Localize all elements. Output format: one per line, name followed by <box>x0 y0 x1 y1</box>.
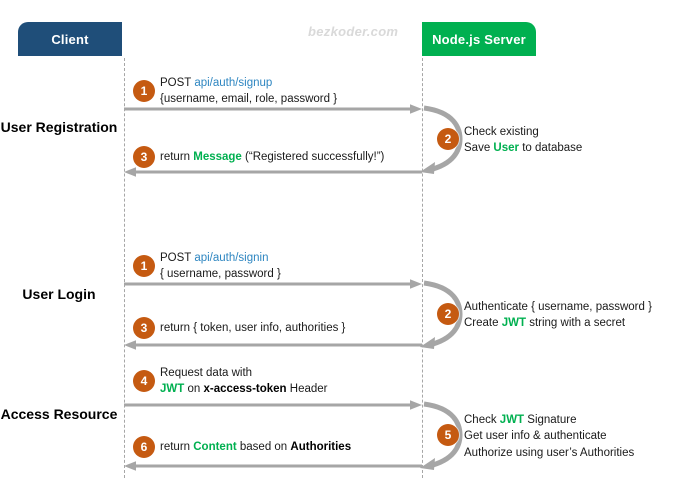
message-signin-response-text: return { token, user info, authorities } <box>160 322 346 334</box>
arrow-signup-request <box>124 104 422 114</box>
signin-method: POST <box>160 252 195 264</box>
actor-server-box: Node.js Server <box>422 22 536 56</box>
resource-response-authorities: Authorities <box>290 441 352 453</box>
watermark-text: bezkoder.com <box>308 24 399 39</box>
resource-response-based: based on <box>236 441 291 453</box>
arrow-resource-request <box>124 400 422 410</box>
arrow-signup-response <box>124 167 422 177</box>
step-badge-3-signup-response: 3 <box>133 146 155 168</box>
resource-request-line1: Request data with <box>160 367 253 379</box>
signin-endpoint: api/auth/signin <box>194 252 269 264</box>
server-login-create: Create <box>464 317 502 330</box>
signup-response-return: return <box>160 151 194 163</box>
signup-response-body: (“Registered successfully!”) <box>241 151 385 163</box>
phase-login-line2: Login <box>57 286 96 302</box>
server-login-line2: Create JWT string with a secret <box>464 315 652 331</box>
step-badge-6-resource-response: 6 <box>133 436 155 458</box>
phase-label-access: Access Resource <box>0 405 118 424</box>
selfloop-server-login <box>414 275 470 353</box>
lifeline-server <box>422 58 423 478</box>
server-access-line2: Get user info & authenticate <box>464 430 607 443</box>
actor-client-label: Client <box>51 31 89 47</box>
actor-server-label: Node.js Server <box>432 31 526 47</box>
server-register-line2: Save User to database <box>464 140 582 156</box>
signup-request-line1: POST api/auth/signup <box>160 75 337 91</box>
step-badge-4-resource-request: 4 <box>133 370 155 392</box>
arrow-resource-response <box>124 461 422 471</box>
server-access-line1: Check JWT Signature <box>464 412 634 428</box>
resource-response-line: return Content based on Authorities <box>160 439 351 455</box>
resource-request-token: JWT <box>160 383 185 396</box>
signup-response-line: return Message (“Registered successfully… <box>160 149 384 165</box>
signin-request-line2: { username, password } <box>160 268 281 281</box>
resource-request-on: on <box>184 383 204 396</box>
server-access-signature: Signature <box>524 414 577 426</box>
signin-request-line1: POST api/auth/signin <box>160 250 281 266</box>
server-access-check: Check <box>464 414 500 426</box>
resource-request-header-word: Header <box>286 383 328 396</box>
message-resource-response-text: return Content based on Authorities <box>160 439 351 455</box>
step-badge-2-register: 2 <box>437 128 459 150</box>
server-register-entity: User <box>493 142 519 155</box>
signup-response-type: Message <box>193 151 242 163</box>
step-badge-3-signin-response: 3 <box>133 317 155 339</box>
message-server-register-text: Check existing Save User to database <box>464 124 582 157</box>
message-server-access-text: Check JWT Signature Get user info & auth… <box>464 412 634 461</box>
step-badge-2-login: 2 <box>437 303 459 325</box>
server-login-line1: Authenticate { username, password } <box>464 301 652 313</box>
server-access-line3: Authorize using user’s Authorities <box>464 446 635 459</box>
resource-response-return: return <box>160 441 194 453</box>
message-signup-response-text: return Message (“Registered successfully… <box>160 149 384 165</box>
signup-endpoint: api/auth/signup <box>194 77 273 89</box>
step-badge-1-signin: 1 <box>133 255 155 277</box>
message-signin-request-text: POST api/auth/signin { username, passwor… <box>160 250 281 283</box>
resource-request-header-name: x-access-token <box>203 383 287 396</box>
step-badge-1-signup: 1 <box>133 80 155 102</box>
message-resource-request-text: Request data with JWT on x-access-token … <box>160 365 328 398</box>
server-login-secret: string with a secret <box>526 317 626 330</box>
server-register-target: to database <box>519 142 583 155</box>
resource-response-type: Content <box>193 441 237 453</box>
resource-request-line2: JWT on x-access-token Header <box>160 381 328 397</box>
lifeline-client <box>124 58 125 478</box>
phase-access-line1: Access <box>0 406 50 422</box>
server-access-token: JWT <box>499 414 525 426</box>
actor-client-box: Client <box>18 22 122 56</box>
server-login-token: JWT <box>501 317 526 330</box>
phase-login-line1: User <box>22 286 54 302</box>
phase-label-registration: User Registration <box>0 118 118 137</box>
message-server-login-text: Authenticate { username, password } Crea… <box>464 299 652 332</box>
selfloop-server-register <box>414 100 470 178</box>
phase-label-login: User Login <box>0 285 118 304</box>
signup-method: POST <box>160 77 195 89</box>
phase-access-line2: Resource <box>53 406 118 422</box>
arrow-signin-response <box>124 340 422 350</box>
arrow-signin-request <box>124 279 422 289</box>
signup-request-line2: {username, email, role, password } <box>160 93 338 106</box>
phase-registration-line1: User <box>0 119 32 135</box>
server-register-save: Save <box>464 142 494 155</box>
step-badge-5-access: 5 <box>437 424 459 446</box>
server-register-line1: Check existing <box>464 126 539 138</box>
message-signup-request-text: POST api/auth/signup {username, email, r… <box>160 75 337 108</box>
selfloop-server-access <box>414 396 470 474</box>
phase-registration-line2: Registration <box>35 119 118 135</box>
